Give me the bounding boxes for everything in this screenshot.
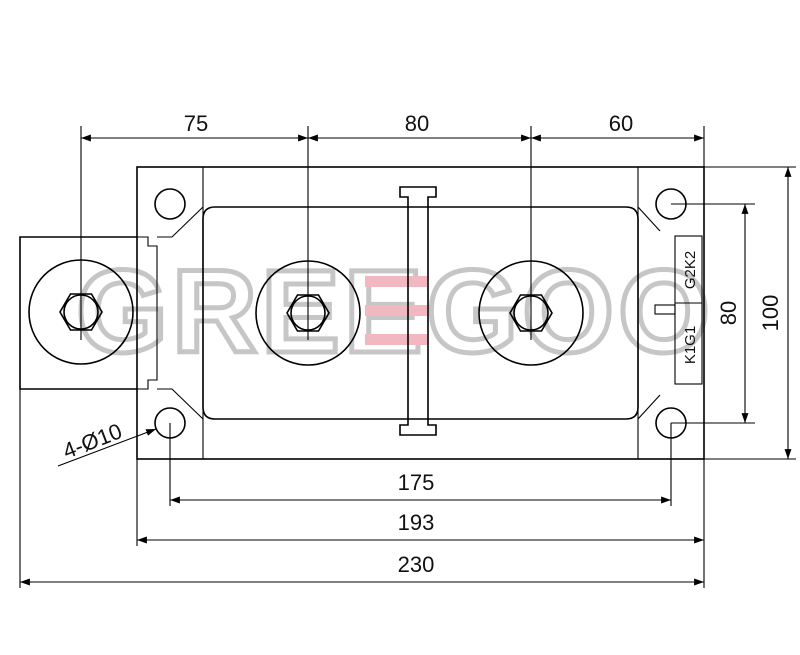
pin-label-lower: K1G1 bbox=[682, 326, 699, 364]
watermark-bar bbox=[365, 305, 427, 316]
dim-text-right-2: 100 bbox=[758, 295, 783, 332]
hex-nut-icon bbox=[509, 294, 553, 332]
watermark: GREEGOO bbox=[74, 244, 713, 381]
hole-callout-text: 4-Ø10 bbox=[59, 418, 125, 463]
left-upper-chamfer bbox=[157, 206, 204, 238]
hex-nut-icon bbox=[59, 293, 103, 331]
hex-nut-icon bbox=[286, 294, 330, 332]
mounting-hole-icon bbox=[154, 188, 186, 220]
pin-tab bbox=[654, 304, 676, 315]
dim-text-top-3: 60 bbox=[609, 111, 633, 136]
pin-label-upper: G2K2 bbox=[682, 251, 699, 289]
center-separator bbox=[399, 186, 437, 436]
right-lower-chamfer bbox=[637, 394, 661, 420]
left-lower-chamfer bbox=[157, 388, 204, 420]
cover-outline bbox=[202, 206, 639, 420]
watermark-bar bbox=[365, 334, 427, 345]
dim-text-top-1: 75 bbox=[184, 111, 208, 136]
module-body bbox=[19, 166, 705, 460]
control-pin-block: G2K2 K1G1 bbox=[654, 235, 703, 385]
base-plate-outline bbox=[136, 166, 705, 460]
dim-text-top-2: 80 bbox=[405, 111, 429, 136]
left-terminal-outline bbox=[19, 236, 137, 390]
centre-lines bbox=[19, 126, 796, 588]
hole-leader-line bbox=[57, 428, 157, 467]
watermark-bar bbox=[365, 276, 427, 287]
top-dimensions: 75 80 60 bbox=[81, 111, 704, 142]
left-terminal-step bbox=[137, 236, 158, 390]
dim-text-bottom-3: 230 bbox=[398, 552, 435, 577]
bottom-dimensions: 175 193 230 bbox=[20, 470, 704, 586]
right-upper-chamfer bbox=[637, 206, 661, 232]
dim-text-bottom-2: 193 bbox=[398, 510, 435, 535]
dim-text-right-1: 80 bbox=[716, 301, 741, 325]
right-dimensions: 80 100 bbox=[716, 167, 792, 459]
dim-text-bottom-1: 175 bbox=[398, 470, 435, 495]
